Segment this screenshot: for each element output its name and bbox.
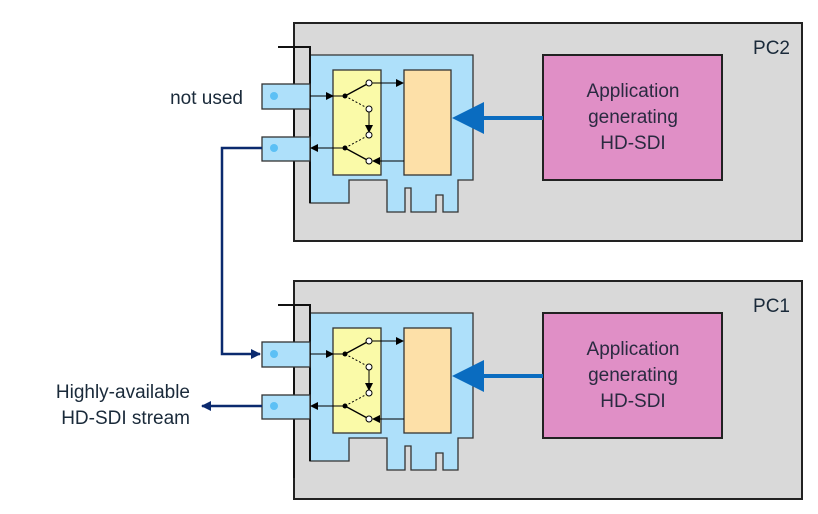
app-text-line2: generating (588, 365, 678, 386)
loop-cable (220, 146, 262, 359)
processor-block (403, 327, 452, 434)
app-text-line1: Application (587, 81, 680, 102)
pc2-label: PC2 (753, 38, 790, 59)
sdi-connector-out (261, 136, 311, 162)
app-text-line1: Application (587, 339, 680, 360)
output-label-line1: Highly-available (56, 382, 190, 403)
sdi-connector-in (261, 83, 311, 110)
processor-block (403, 69, 452, 176)
app-text-line3: HD-SDI (600, 133, 665, 154)
app-text-line3: HD-SDI (600, 391, 665, 412)
sdi-connector-out (261, 394, 311, 420)
pc1-app-box (542, 312, 723, 439)
bypass-switch (332, 327, 382, 434)
not-used-label: not used (170, 88, 243, 109)
sdi-connector-in (261, 341, 311, 368)
output-label-line2: HD-SDI stream (61, 408, 190, 429)
app-text-line2: generating (588, 107, 678, 128)
bypass-switch (332, 69, 382, 176)
pc1-label: PC1 (753, 296, 790, 317)
pc1-group: PC1 Application generating HD-SDI (261, 280, 803, 500)
pc2-group: PC2 Application generating HD-SDI (261, 22, 803, 242)
pc2-app-box (542, 54, 723, 181)
